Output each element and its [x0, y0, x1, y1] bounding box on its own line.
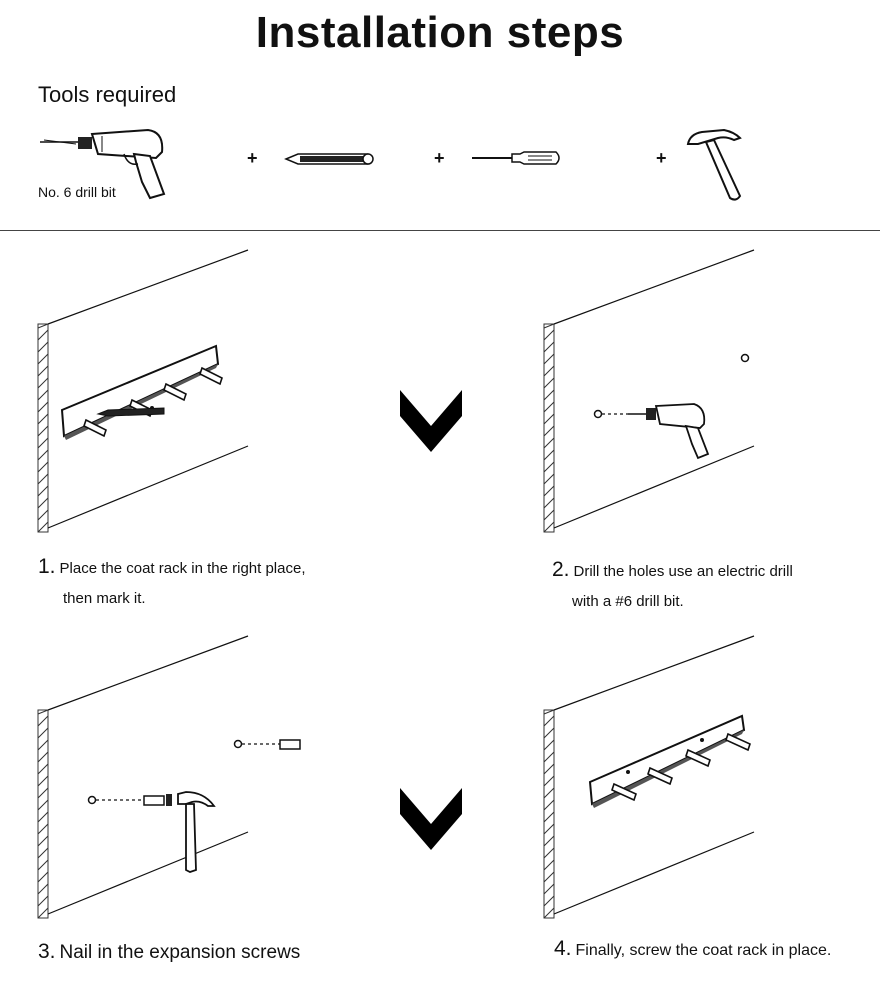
- next-step-arrow: [400, 788, 462, 850]
- plus-sign: +: [247, 148, 258, 168]
- plus-sign: +: [434, 148, 445, 168]
- tools-heading: Tools required: [38, 82, 177, 107]
- step-4-illustration: [543, 635, 755, 919]
- screwdriver-icon: [472, 151, 560, 165]
- plus-sign: +: [656, 148, 667, 168]
- section-divider: [0, 230, 880, 231]
- step-2-text-line1: Drill the holes use an electric drill: [573, 563, 793, 580]
- hammer-icon: [686, 128, 742, 201]
- step-1-text-line2: then mark it.: [63, 590, 146, 607]
- step-1-illustration: [37, 249, 249, 533]
- electric-drill-icon: [40, 128, 166, 200]
- next-step-arrow: [400, 390, 462, 452]
- step-1-text-line1: Place the coat rack in the right place,: [59, 560, 306, 577]
- step-2-caption: 2.Drill the holes use an electric drill …: [552, 555, 793, 617]
- page-title: Installation steps: [255, 8, 625, 57]
- step-3-illustration: [37, 635, 301, 919]
- pencil-icon: [284, 153, 374, 165]
- step-4-caption: 4.Finally, screw the coat rack in place.: [554, 934, 831, 966]
- step-4-text-line1: Finally, screw the coat rack in place.: [575, 942, 832, 959]
- step-4-number: 4.: [554, 937, 572, 960]
- step-1-number: 1.: [38, 555, 56, 578]
- step-1-caption: 1.Place the coat rack in the right place…: [38, 552, 306, 614]
- drill-bit-caption: No. 6 drill bit: [38, 184, 116, 200]
- step-2-text-line2: with a #6 drill bit.: [572, 593, 684, 610]
- step-2-number: 2.: [552, 558, 570, 581]
- step-3-number: 3.: [38, 940, 56, 963]
- step-3-caption: 3.Nail in the expansion screws: [38, 937, 300, 968]
- step-3-text-line1: Nail in the expansion screws: [59, 942, 301, 963]
- step-2-illustration: [543, 249, 755, 533]
